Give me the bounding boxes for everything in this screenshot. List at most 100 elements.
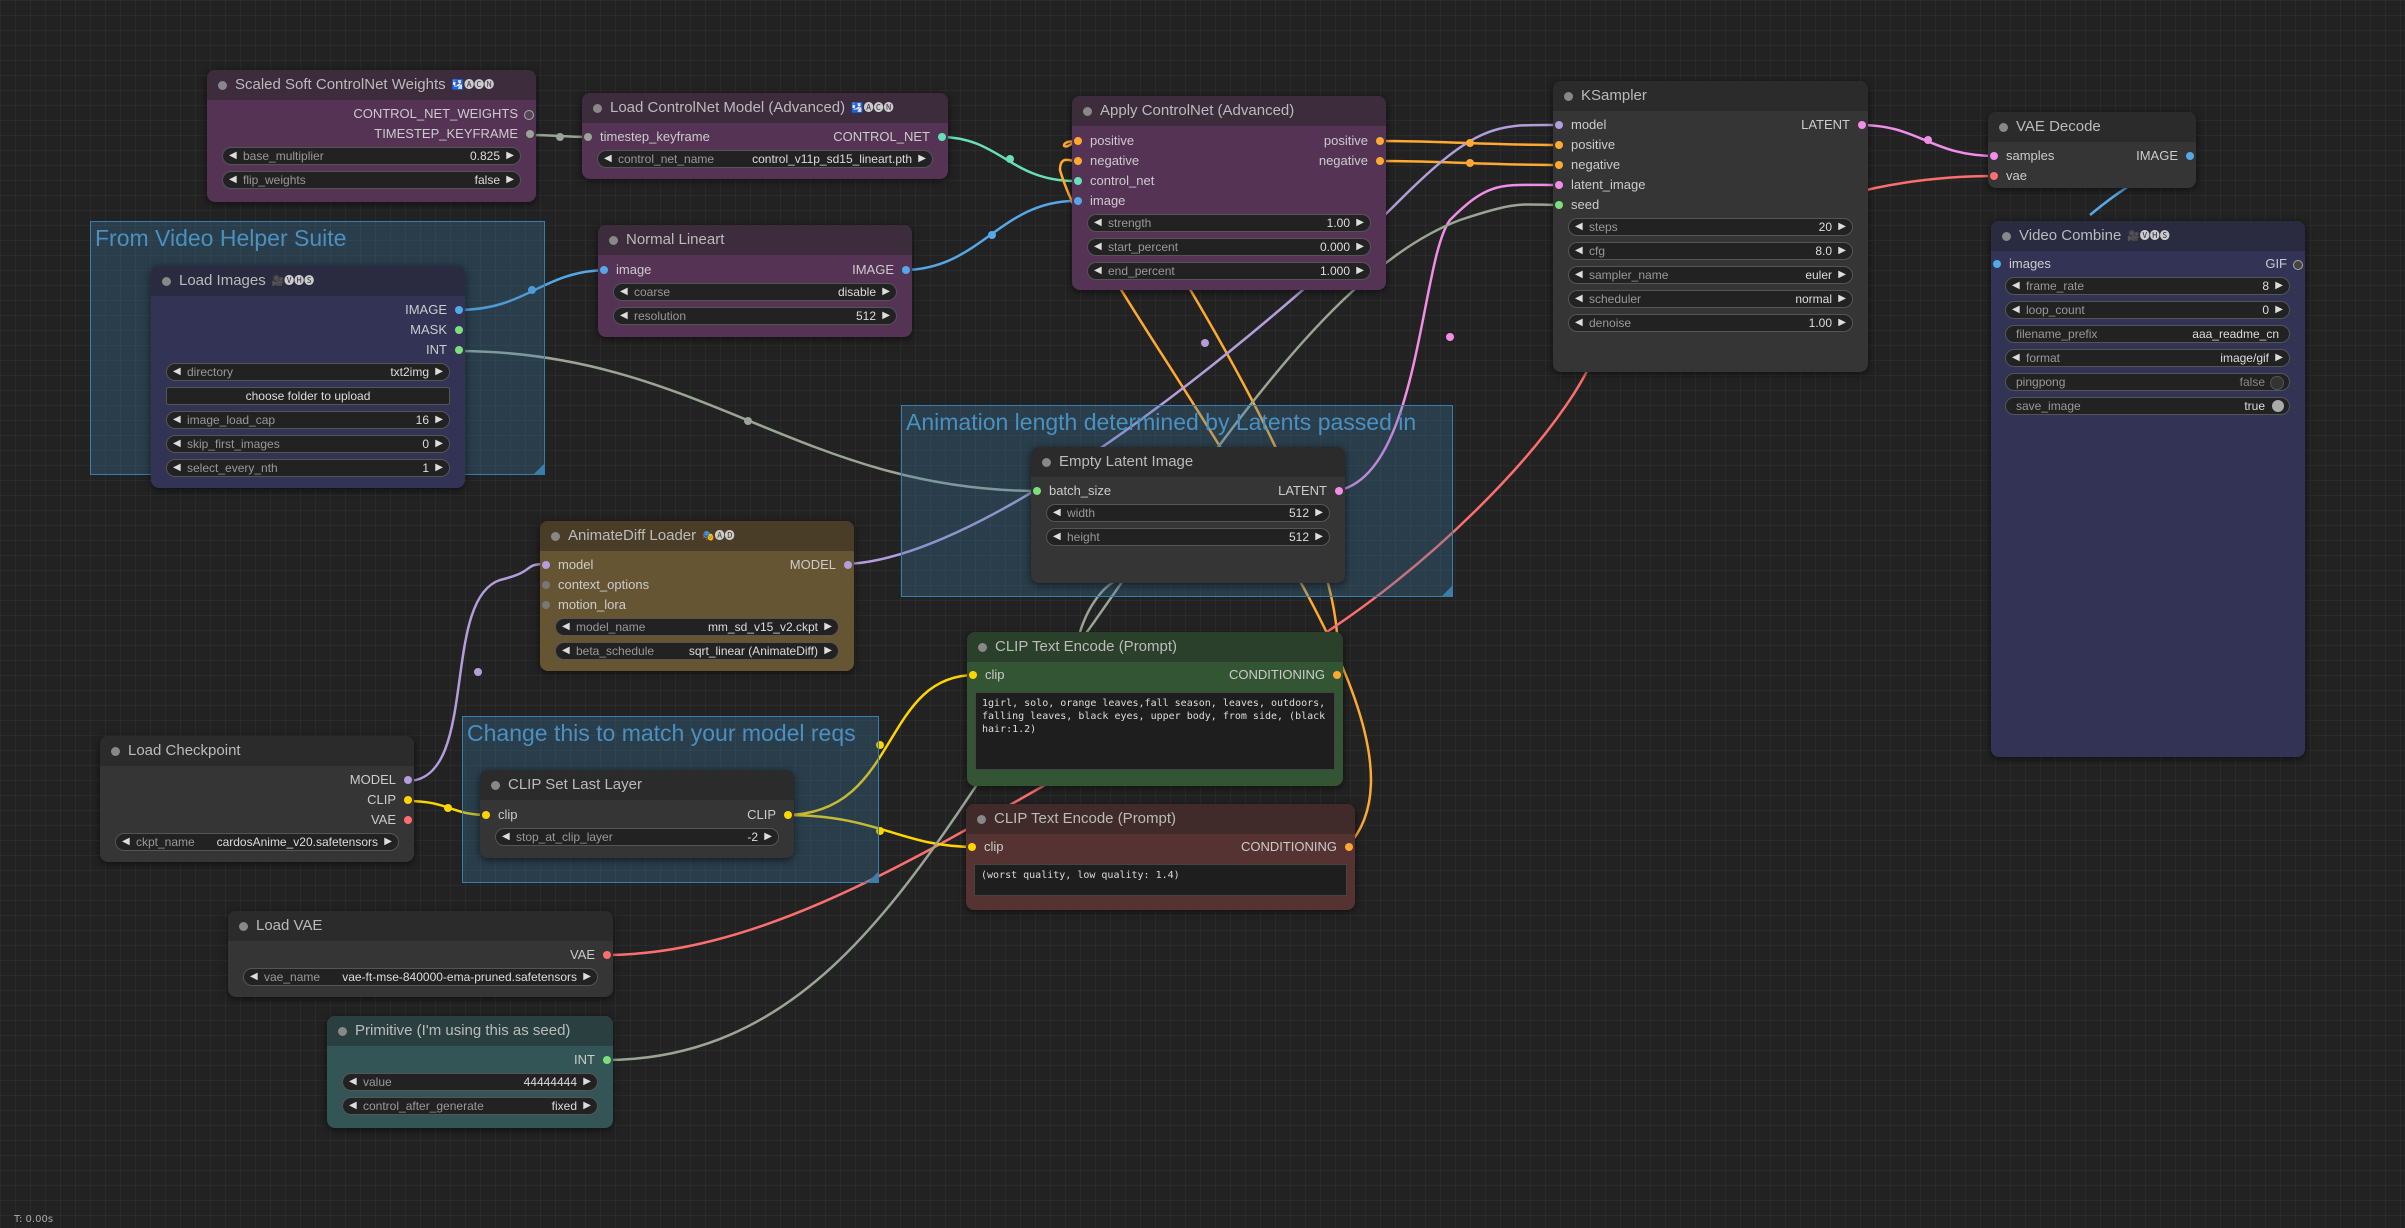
- increment-arrow[interactable]: ▶: [583, 971, 591, 982]
- increment-arrow[interactable]: ▶: [435, 438, 443, 449]
- group-resize-handle[interactable]: [868, 872, 878, 882]
- node-title[interactable]: Video Combine🎥🅥🅗🅢: [1991, 221, 2305, 251]
- node-title[interactable]: Scaled Soft ControlNet Weights🛂🅐🅒🅝: [207, 70, 536, 100]
- collapse-dot[interactable]: [491, 781, 500, 790]
- collapse-dot[interactable]: [609, 236, 618, 245]
- input-latent-image[interactable]: latent_image: [1553, 175, 1645, 195]
- decrement-arrow[interactable]: ◀: [562, 645, 570, 656]
- increment-arrow[interactable]: ▶: [882, 286, 890, 297]
- input-model[interactable]: model: [1553, 115, 1606, 135]
- decrement-arrow[interactable]: ◀: [173, 366, 181, 377]
- input-negative[interactable]: negative: [1553, 155, 1620, 175]
- node-load-images[interactable]: Load Images🎥🅥🅗🅢 IMAGE MASK INT ◀director…: [151, 266, 465, 488]
- decrement-arrow[interactable]: ◀: [2012, 304, 2020, 315]
- output-pin[interactable]: [455, 306, 463, 314]
- output-pin[interactable]: [526, 130, 534, 138]
- output-pin[interactable]: [784, 811, 792, 819]
- output-image[interactable]: IMAGE: [2136, 146, 2196, 166]
- increment-arrow[interactable]: ▶: [583, 1100, 591, 1111]
- decrement-arrow[interactable]: ◀: [620, 286, 628, 297]
- collapse-dot[interactable]: [111, 747, 120, 756]
- input-pin[interactable]: [482, 811, 490, 819]
- node-animatediff-loader[interactable]: AnimateDiff Loader🎭🅐🅓 model context_opti…: [540, 521, 854, 671]
- output-pin[interactable]: [1333, 671, 1341, 679]
- decrement-arrow[interactable]: ◀: [604, 153, 612, 164]
- output-pin[interactable]: [2186, 152, 2194, 160]
- toggle-off-indicator[interactable]: [2270, 376, 2284, 390]
- node-ksampler[interactable]: KSampler model positive negative latent_…: [1553, 81, 1868, 372]
- input-clip[interactable]: clip: [966, 837, 1004, 857]
- increment-arrow[interactable]: ▶: [435, 366, 443, 377]
- input-pin[interactable]: [1074, 177, 1082, 185]
- input-vae[interactable]: vae: [1988, 166, 2027, 186]
- node-load-checkpoint[interactable]: Load Checkpoint MODEL CLIP VAE ◀ckpt_nam…: [100, 736, 414, 862]
- output-control-net-weights[interactable]: CONTROL_NET_WEIGHTS: [353, 104, 536, 124]
- input-context-options[interactable]: context_options: [540, 575, 649, 595]
- increment-arrow[interactable]: ▶: [1838, 293, 1846, 304]
- input-samples[interactable]: samples: [1988, 146, 2054, 166]
- node-title[interactable]: CLIP Text Encode (Prompt): [967, 632, 1343, 662]
- input-clip[interactable]: clip: [967, 665, 1005, 685]
- input-pin[interactable]: [1074, 197, 1082, 205]
- collapse-dot[interactable]: [338, 1027, 347, 1036]
- decrement-arrow[interactable]: ◀: [1575, 269, 1583, 280]
- decrement-arrow[interactable]: ◀: [229, 150, 237, 161]
- collapse-dot[interactable]: [593, 104, 602, 113]
- output-negative[interactable]: negative: [1319, 151, 1386, 171]
- collapse-dot[interactable]: [977, 815, 986, 824]
- output-pin[interactable]: [1376, 137, 1384, 145]
- input-pin[interactable]: [968, 843, 976, 851]
- increment-arrow[interactable]: ▶: [583, 1076, 591, 1087]
- decrement-arrow[interactable]: ◀: [173, 438, 181, 449]
- input-pin[interactable]: [1555, 201, 1563, 209]
- node-clip-text-encode-positive[interactable]: CLIP Text Encode (Prompt) clip CONDITION…: [967, 632, 1343, 786]
- decrement-arrow[interactable]: ◀: [122, 836, 130, 847]
- output-pin[interactable]: [938, 133, 946, 141]
- input-pin[interactable]: [1990, 152, 1998, 160]
- increment-arrow[interactable]: ▶: [2275, 280, 2283, 291]
- collapse-dot[interactable]: [1083, 107, 1092, 116]
- output-conditioning[interactable]: CONDITIONING: [1229, 665, 1343, 685]
- decrement-arrow[interactable]: ◀: [173, 414, 181, 425]
- increment-arrow[interactable]: ▶: [384, 836, 392, 847]
- increment-arrow[interactable]: ▶: [506, 174, 514, 185]
- node-vae-decode[interactable]: VAE Decode samples vae IMAGE: [1988, 112, 2196, 188]
- decrement-arrow[interactable]: ◀: [2012, 280, 2020, 291]
- decrement-arrow[interactable]: ◀: [2012, 352, 2020, 363]
- output-pin[interactable]: [2293, 260, 2303, 270]
- decrement-arrow[interactable]: ◀: [1094, 265, 1102, 276]
- increment-arrow[interactable]: ▶: [824, 621, 832, 632]
- input-pin[interactable]: [1074, 157, 1082, 165]
- increment-arrow[interactable]: ▶: [1356, 241, 1364, 252]
- increment-arrow[interactable]: ▶: [764, 831, 772, 842]
- decrement-arrow[interactable]: ◀: [173, 462, 181, 473]
- output-mask[interactable]: MASK: [410, 320, 465, 340]
- output-conditioning[interactable]: CONDITIONING: [1241, 837, 1355, 857]
- output-image[interactable]: IMAGE: [852, 260, 912, 280]
- node-title[interactable]: AnimateDiff Loader🎭🅐🅓: [540, 521, 854, 551]
- input-pin[interactable]: [969, 671, 977, 679]
- decrement-arrow[interactable]: ◀: [250, 971, 258, 982]
- input-pin[interactable]: [1555, 181, 1563, 189]
- output-model[interactable]: MODEL: [790, 555, 854, 575]
- node-title[interactable]: Load Checkpoint: [100, 736, 414, 766]
- node-title[interactable]: VAE Decode: [1988, 112, 2196, 142]
